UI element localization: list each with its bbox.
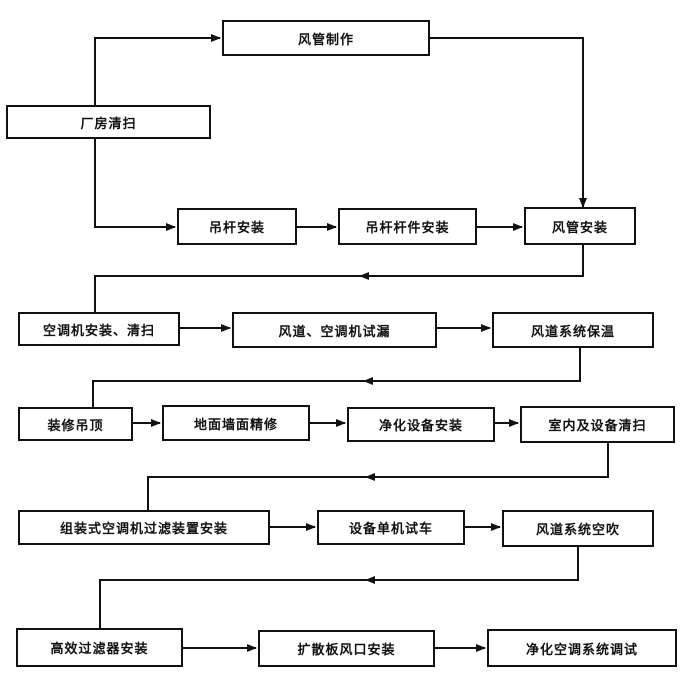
node-diffuser-install: 扩散板风口安装	[258, 630, 435, 667]
return-line-row2	[92, 348, 581, 408]
arrow-plant-to-hanger	[94, 139, 176, 231]
node-hepa-install: 高效过滤器安装	[16, 628, 183, 667]
node-duct-ac-leak-test: 风道、空调机试漏	[232, 312, 437, 348]
node-duct-blowing: 风道系统空吹	[502, 510, 654, 547]
node-duct-insulation: 风道系统保温	[492, 312, 654, 348]
node-hanger-install: 吊杆安装	[177, 208, 297, 245]
node-floor-wall-finish: 地面墙面精修	[162, 405, 310, 441]
node-plant-cleaning: 厂房清扫	[6, 105, 211, 139]
node-ceiling-finish: 装修吊顶	[18, 407, 133, 441]
arrow-plant-to-duct-making	[94, 34, 221, 105]
node-hanger-parts-install: 吊杆杆件安装	[338, 208, 477, 245]
node-duct-making: 风管制作	[222, 20, 430, 56]
node-duct-install: 风管安装	[524, 207, 636, 245]
node-ahu-filter-install: 组装式空调机过滤装置安装	[18, 510, 270, 545]
return-line-row4	[99, 547, 579, 628]
node-purify-equip-install: 净化设备安装	[347, 407, 495, 442]
node-single-unit-test: 设备单机试车	[317, 510, 465, 545]
arrow-duct-making-to-duct-install	[430, 37, 587, 208]
node-purify-ac-debug: 净化空调系统调试	[487, 629, 677, 667]
node-room-equip-clean: 室内及设备清扫	[520, 406, 675, 443]
node-ac-install-clean: 空调机安装、清扫	[18, 312, 180, 346]
return-line-row1	[94, 245, 584, 313]
